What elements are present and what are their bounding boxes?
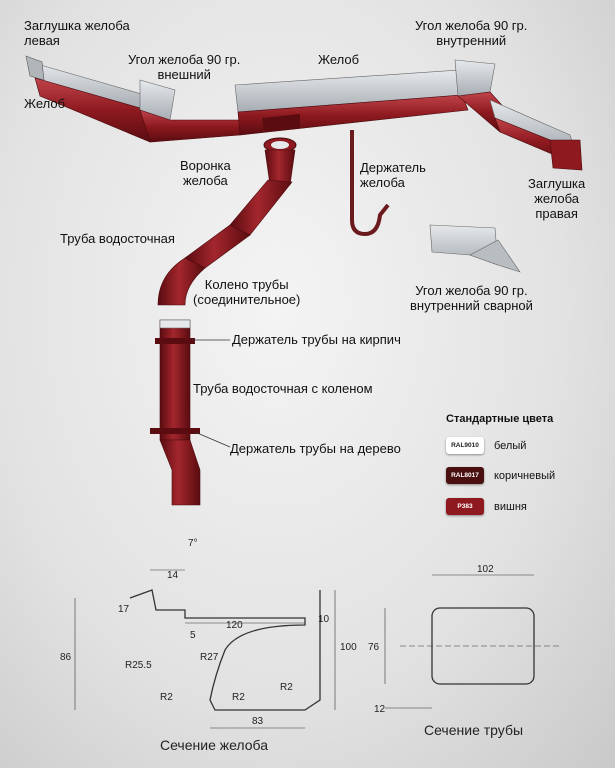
- dim-edge: 10: [318, 614, 330, 625]
- dim-r5: R2: [280, 682, 293, 693]
- pipe-dim-width: 102: [477, 564, 494, 575]
- dim-depth: 5: [190, 630, 196, 641]
- label-elbow: Колено трубы(соединительное): [193, 277, 301, 307]
- swatch-ral9010: RAL9010: [446, 437, 484, 454]
- gutter-left: [29, 61, 151, 143]
- end-cap-left: [25, 55, 45, 81]
- label-corner-outer: Угол желоба 90 гр.внешний: [128, 52, 241, 82]
- label-pipe-holder-brick: Держатель трубы на кирпич: [232, 332, 401, 347]
- swatch-name-brown: коричневый: [494, 470, 556, 482]
- label-gutter-left: Желоб: [24, 96, 66, 111]
- dim-r2: R27: [200, 652, 219, 663]
- dim-angle: 7°: [188, 538, 198, 549]
- swatch-name-white: белый: [494, 440, 527, 452]
- dim-r3: R2: [160, 692, 173, 703]
- label-gutter-top: Желоб: [318, 52, 360, 67]
- pipe-section-title: Сечение трубы: [424, 722, 524, 738]
- downpipe: [184, 179, 293, 269]
- gutter-section-dimensions: [74, 569, 336, 729]
- label-corner-inner: Угол желоба 90 гр.внутренний: [415, 18, 528, 48]
- dim-lip-h: 17: [118, 604, 130, 615]
- pipe-dim-height: 76: [368, 642, 380, 653]
- gutter-section-title: Сечение желоба: [160, 737, 269, 753]
- gutter-top: [234, 69, 469, 136]
- dim-width: 120: [226, 620, 243, 631]
- dim-height-right: 100: [340, 642, 357, 653]
- gutter-section-drawing: [129, 589, 321, 711]
- pipe-dim-offset: 12: [374, 704, 386, 715]
- corner-outer: [139, 79, 241, 143]
- dim-height-total: 86: [60, 652, 72, 663]
- dim-r1: R25.5: [125, 660, 152, 671]
- label-downpipe: Труба водосточная: [60, 231, 175, 246]
- corner-inner-welded: [429, 224, 521, 273]
- label-pipe-holder-wood: Держатель трубы на дерево: [230, 441, 401, 456]
- funnel: [263, 137, 297, 186]
- dim-r4: R2: [232, 692, 245, 703]
- end-cap-right: [549, 139, 583, 171]
- swatch-ral8017: RAL8017: [446, 467, 484, 484]
- swatch-name-cherry: вишня: [494, 501, 527, 513]
- dim-bottom: 83: [252, 716, 264, 727]
- dim-lip: 14: [167, 570, 179, 581]
- swatch-p383: P383: [446, 498, 484, 515]
- label-downpipe-with-elbow: Труба водосточная с коленом: [193, 381, 373, 396]
- gutter-holder: [350, 130, 390, 237]
- label-corner-inner-welded: Угол желоба 90 гр.внутренний сварной: [410, 283, 533, 313]
- leader-lines: [192, 339, 231, 448]
- downpipe-with-elbow: [150, 319, 201, 506]
- legend-title: Стандартные цвета: [446, 413, 554, 425]
- pipe-section-dimensions: [384, 574, 560, 709]
- elbow: [157, 257, 206, 306]
